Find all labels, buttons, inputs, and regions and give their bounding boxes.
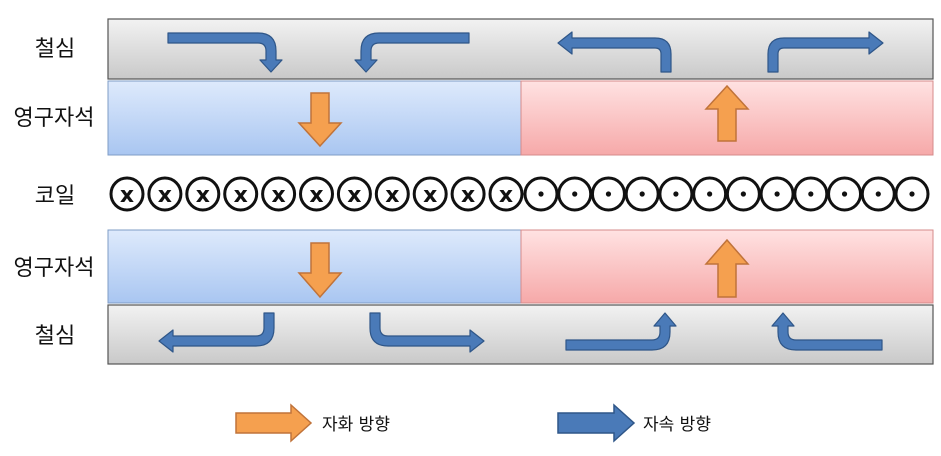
flux-arrow-top-3 bbox=[557, 31, 672, 73]
coil-conductor-into-page bbox=[109, 176, 145, 212]
flux-arrow-bottom-1 bbox=[158, 312, 275, 353]
coil-into-page-mark: x bbox=[309, 183, 323, 208]
coil-out-of-page-dot bbox=[673, 191, 679, 197]
coil-out-of-page-dot bbox=[538, 191, 544, 197]
coil-conductor-into-page bbox=[185, 176, 221, 212]
coil-out-of-page-dot bbox=[572, 191, 578, 197]
coil-conductor-into-page bbox=[450, 176, 486, 212]
magnetization-arrow-up-bottom-right bbox=[704, 238, 750, 298]
flux-arrow-top-4 bbox=[767, 31, 884, 73]
coil-out-of-page-dot bbox=[774, 191, 780, 197]
coil-out-of-page-dot bbox=[639, 191, 645, 197]
coil-conductor-into-page bbox=[374, 176, 410, 212]
legend-magnetization-label: 자화 방향 bbox=[322, 415, 390, 435]
coil-into-page-mark: x bbox=[385, 183, 399, 208]
iron-core-top bbox=[107, 18, 934, 80]
coil-into-page-mark: x bbox=[196, 183, 210, 208]
coil-into-page-mark: x bbox=[234, 183, 248, 208]
coil-conductor-into-page bbox=[261, 176, 297, 212]
magnetization-arrow-down-top-left bbox=[297, 92, 343, 148]
legend-flux-label: 자속 방향 bbox=[643, 415, 711, 435]
flux-arrow-top-2 bbox=[354, 32, 470, 73]
coil-conductor-into-page bbox=[299, 176, 334, 212]
coil-conductor-into-page bbox=[336, 176, 372, 212]
label-core-bottom: 철심 bbox=[35, 324, 75, 349]
coil-conductor-into-page bbox=[147, 176, 183, 212]
flux-arrow-bottom-3 bbox=[565, 312, 677, 351]
legend-flux-arrow-icon bbox=[557, 403, 636, 443]
coil-out-of-page-dot bbox=[808, 191, 814, 197]
coil-conductor-into-page bbox=[223, 176, 259, 212]
coil-into-page-mark: x bbox=[347, 183, 361, 208]
magnetization-arrow-down-bottom-left bbox=[297, 242, 343, 299]
label-core-top: 철심 bbox=[35, 37, 75, 62]
coil-out-of-page-dot bbox=[875, 191, 881, 197]
coil-into-page-mark: x bbox=[158, 183, 172, 208]
coil-conductor-into-page bbox=[412, 176, 448, 212]
label-magnet-top: 영구자석 bbox=[14, 106, 95, 131]
label-magnet-bottom: 영구자석 bbox=[14, 256, 95, 281]
coil-out-of-page-dot bbox=[605, 191, 612, 197]
label-coil: 코일 bbox=[35, 184, 75, 209]
coil-conductor-into-page bbox=[488, 176, 524, 212]
coil-into-page-mark: x bbox=[499, 183, 513, 208]
coil-into-page-mark: x bbox=[423, 183, 437, 208]
coil-out-of-page-dot bbox=[740, 191, 746, 197]
magnetization-arrow-up-top-right bbox=[704, 84, 750, 142]
iron-core-bottom bbox=[107, 304, 934, 365]
coil-out-of-page-dot bbox=[707, 191, 713, 197]
coil-into-page-mark: x bbox=[271, 183, 285, 208]
coil-out-of-page-dot bbox=[909, 191, 915, 197]
flux-arrow-top-1 bbox=[167, 32, 283, 73]
legend-magnetization-arrow-icon bbox=[235, 403, 313, 443]
coil-out-of-page-dot bbox=[841, 191, 848, 197]
flux-arrow-bottom-4 bbox=[771, 312, 883, 351]
flux-arrow-bottom-2 bbox=[369, 312, 485, 353]
coil-into-page-mark: x bbox=[461, 183, 475, 208]
coil-into-page-mark: x bbox=[120, 183, 134, 208]
